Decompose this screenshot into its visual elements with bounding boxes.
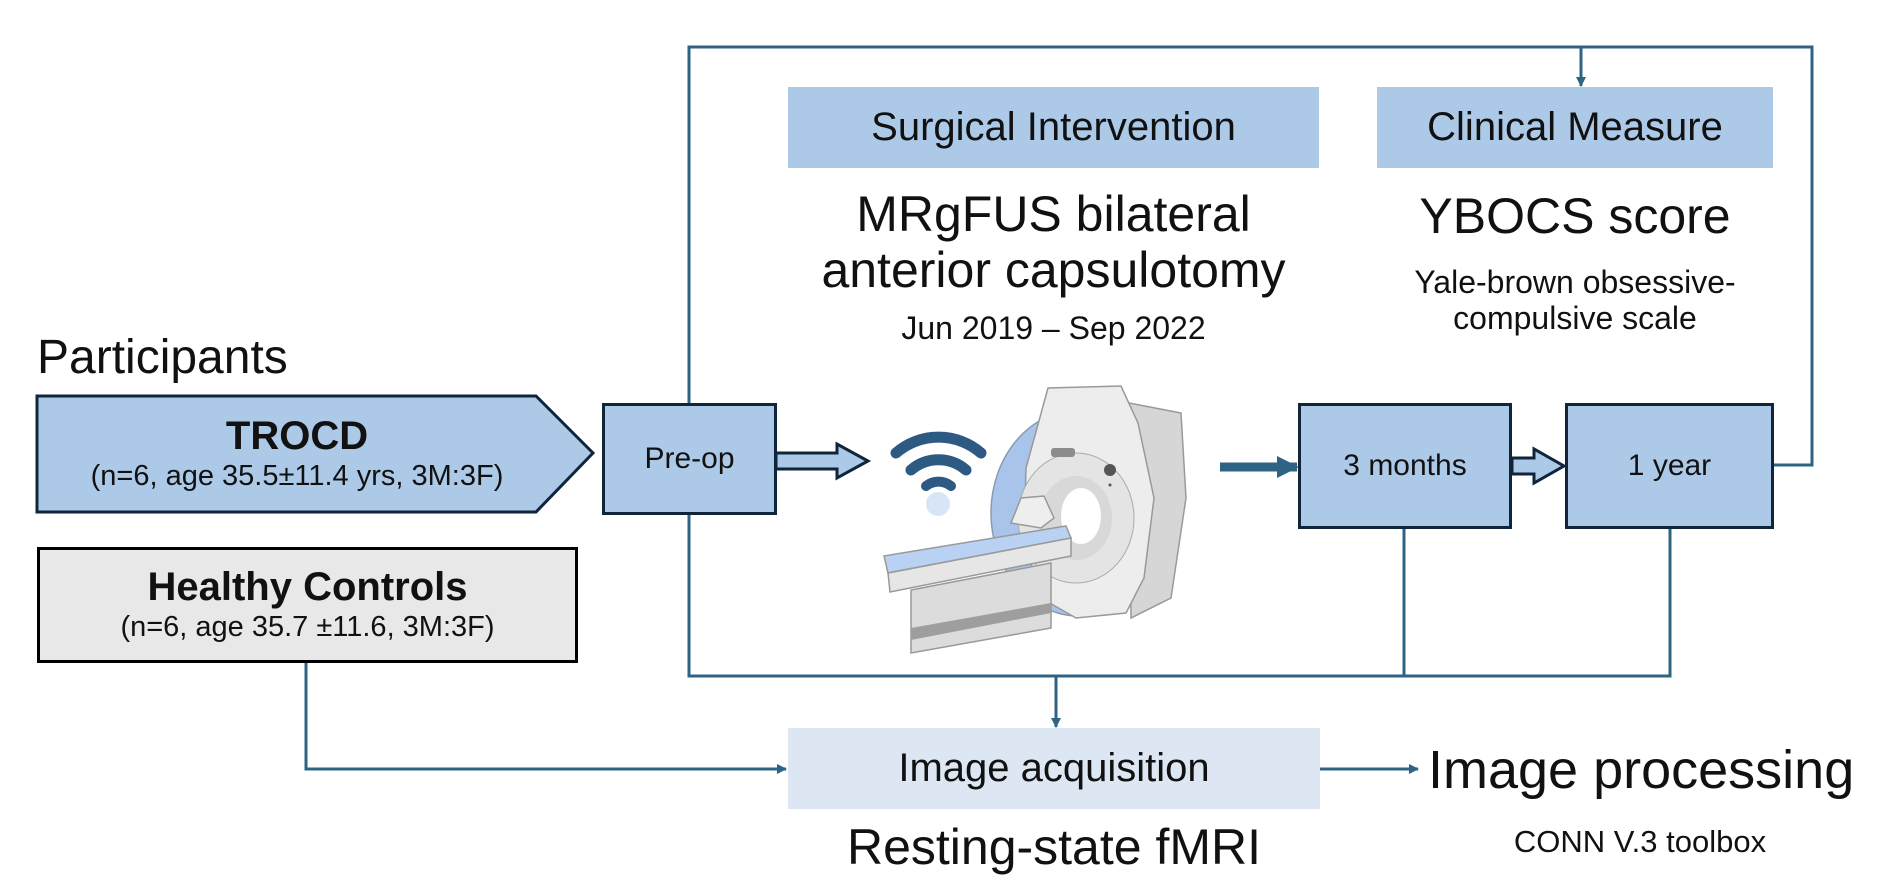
image-acquisition-label: Image acquisition [898, 746, 1210, 790]
trocd-shape [35, 394, 596, 514]
image-acquisition-box: Image acquisition [788, 728, 1320, 809]
healthy-controls-box: Healthy Controls (n=6, age 35.7 ±11.6, 3… [37, 547, 578, 663]
clinical-title: YBOCS score Yale-brown obsessive- compul… [1377, 188, 1773, 336]
three-months-label: 3 months [1343, 449, 1467, 482]
resting-state-fmri-label: Resting-state fMRI [846, 819, 1261, 875]
hollow-arrow-3-months-to-1-year [1510, 446, 1568, 486]
frame-bottom-line [687, 514, 1672, 678]
conn-toolbox-label: CONN V.3 toolbox [1513, 824, 1767, 859]
ybocs-title: YBOCS score [1419, 188, 1731, 244]
trocd-group: TROCD (n=6, age 35.5±11.4 yrs, 3M:3F) [37, 396, 557, 512]
surgical-intervention-header: Surgical Intervention [788, 87, 1319, 168]
clinical-measure-label: Clinical Measure [1427, 105, 1723, 149]
image-processing-title: Image processing [1428, 740, 1855, 800]
controls-title: Healthy Controls [147, 565, 468, 609]
one-year-label: 1 year [1627, 449, 1712, 482]
trocd-detail: (n=6, age 35.5±11.4 yrs, 3M:3F) [90, 460, 504, 492]
participants-heading: Participants [37, 331, 288, 384]
hollow-arrow-preop-to-mri [774, 441, 872, 481]
surgical-intervention-label: Surgical Intervention [871, 105, 1236, 149]
ybocs-subtitle-line2: compulsive scale [1453, 300, 1697, 336]
timeline-frame [687, 45, 1814, 467]
surgery-dates: Jun 2019 – Sep 2022 [901, 310, 1206, 346]
one-year-box: 1 year [1565, 403, 1774, 529]
preop-label: Pre-op [644, 442, 735, 475]
ybocs-subtitle-line1: Yale-brown obsessive- [1414, 264, 1736, 300]
ultrasound-wave-icon [890, 431, 987, 491]
surgery-title-line1: MRgFUS bilateral [856, 186, 1251, 242]
preop-box: Pre-op [602, 403, 777, 515]
mri-scanner-illustration [883, 385, 1187, 654]
clinical-measure-header: Clinical Measure [1377, 87, 1773, 168]
arrow-controls-to-acquisition [304, 662, 787, 774]
surgery-title: MRgFUS bilateral anterior capsulotomy Ju… [760, 186, 1347, 346]
trocd-title: TROCD [225, 414, 369, 458]
surgery-title-line2: anterior capsulotomy [821, 242, 1286, 298]
controls-detail: (n=6, age 35.7 ±11.6, 3M:3F) [120, 611, 495, 643]
three-months-box: 3 months [1298, 403, 1512, 529]
